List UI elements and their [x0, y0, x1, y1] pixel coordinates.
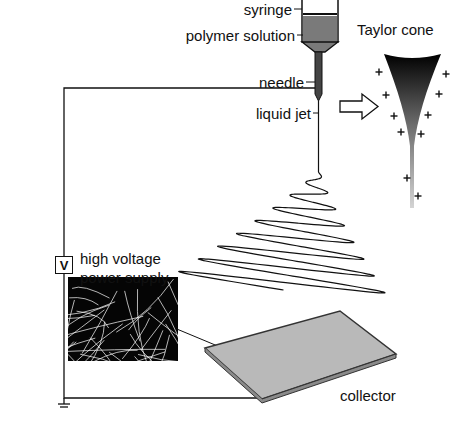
syringe-taper: [302, 42, 338, 52]
fiber: [109, 352, 173, 361]
fiber: [136, 335, 169, 361]
fiber: [80, 354, 158, 361]
liquid-jet: [318, 101, 319, 172]
fiber: [68, 300, 74, 361]
part-label: polymer solution: [150, 26, 295, 45]
fiber: [68, 342, 76, 361]
fiber: [68, 316, 143, 339]
nanofiber-image: [68, 277, 178, 361]
fiber: [93, 350, 137, 361]
syringe-barrel: [302, 0, 338, 42]
fiber: [72, 287, 109, 298]
fiber: [77, 311, 109, 328]
fiber: [69, 352, 165, 361]
fiber: [134, 330, 163, 361]
fiber: [138, 354, 178, 361]
fiber: [68, 349, 165, 351]
ground-symbol: [58, 398, 70, 407]
nanofiber-mesh: [68, 279, 178, 361]
node-text: V: [60, 258, 69, 273]
zoom-arrow: [340, 94, 378, 119]
fiber: [166, 324, 178, 361]
part-label: needle: [230, 73, 304, 92]
fiber: [135, 356, 169, 361]
wire: [64, 274, 262, 398]
fiber: [90, 338, 120, 361]
fiber: [148, 313, 178, 345]
charge-symbol: [376, 69, 450, 200]
plunger: [303, 13, 337, 15]
fiber: [168, 282, 178, 334]
fiber: [68, 315, 95, 318]
fiber: [68, 338, 95, 360]
fiber: [82, 291, 117, 354]
fiber: [141, 310, 171, 350]
whipping-jet: [179, 172, 385, 293]
power-supply-box: V: [55, 256, 73, 274]
fiber: [69, 298, 98, 305]
fiber: [88, 322, 105, 361]
wire: [64, 88, 315, 256]
fiber: [129, 307, 152, 330]
polymer-fill: [303, 16, 337, 42]
part-label: Taylor cone: [357, 20, 472, 39]
leader-line: [160, 9, 318, 352]
supply-label: high voltage power supply: [80, 249, 192, 287]
part-label: collector: [340, 386, 440, 405]
part-label: liquid jet: [230, 104, 311, 123]
needle-symbol: [315, 52, 322, 101]
fiber: [116, 279, 173, 332]
fiber: [158, 297, 178, 361]
fiber: [122, 318, 149, 359]
fiber: [68, 305, 109, 333]
part-label: syringe: [200, 0, 292, 19]
taylor-cone: [384, 54, 441, 208]
